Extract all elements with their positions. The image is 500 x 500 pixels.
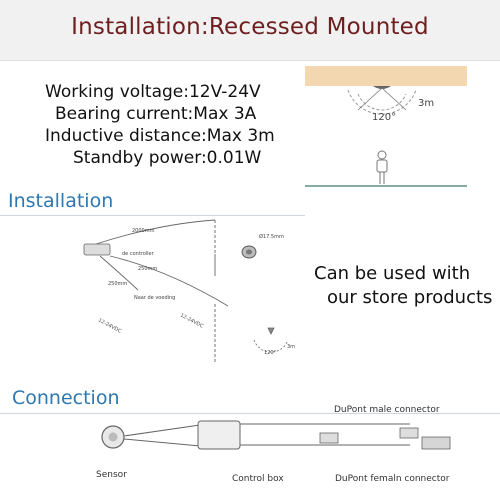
sensor-head xyxy=(373,86,391,89)
control-box-label: Control box xyxy=(232,474,284,484)
female-connector-label: DuPont femaln connector xyxy=(335,474,450,484)
cable-to-power-left xyxy=(99,255,139,291)
male-connector-label: DuPont male connector xyxy=(334,405,440,415)
ceiling-panel xyxy=(305,66,467,86)
angle-label: 120° xyxy=(264,350,277,356)
sensor-cable-top xyxy=(123,424,201,437)
cable-to-cabinet xyxy=(95,219,216,245)
cable-to-power-right xyxy=(109,255,229,307)
page-title: Installation:Recessed Mounted xyxy=(71,14,429,40)
to-power-label: Naar de voeding xyxy=(134,295,175,301)
connection-heading: Connection xyxy=(12,387,120,409)
volt-left-label: 12-24VDC xyxy=(97,317,123,334)
ceiling-sensor-icon xyxy=(253,327,289,353)
connection-diagram xyxy=(101,420,451,450)
hole-size-label: Ø17.5mm xyxy=(259,233,284,240)
installation-diagram: 2000mm de controller 250mm 250mm Naar de… xyxy=(83,219,295,364)
sensor-cable-bottom xyxy=(123,438,201,447)
connection-divider xyxy=(0,413,500,414)
control-box-icon xyxy=(197,420,241,450)
compat-line-2: our store products xyxy=(327,287,493,308)
spec-voltage: Working voltage:12V-24V xyxy=(45,82,261,102)
length-mid-label: 250mm xyxy=(138,266,157,272)
distance-label: 3m xyxy=(418,98,434,109)
male-connector-left xyxy=(319,432,339,444)
installation-heading: Installation xyxy=(8,190,114,212)
person-icon xyxy=(376,150,388,184)
volt-right-label: 12-24VDC xyxy=(179,312,205,329)
installation-divider xyxy=(0,215,305,216)
angle-label: 120° xyxy=(372,112,396,123)
length-top-label: 2000mm xyxy=(132,228,155,234)
spec-distance: Inductive distance:Max 3m xyxy=(45,126,275,146)
recessed-sensor-icon xyxy=(241,245,257,259)
male-connector-right xyxy=(399,427,419,439)
female-connector xyxy=(421,436,451,450)
spec-standby: Standby power:0.01W xyxy=(73,148,262,168)
compat-line-1: Can be used with xyxy=(314,263,471,284)
controller-box xyxy=(83,243,111,256)
sensor-label: Sensor xyxy=(96,470,127,480)
spec-current: Bearing current:Max 3A xyxy=(55,104,257,124)
detection-arc-outer xyxy=(347,89,417,115)
length-left-label: 250mm xyxy=(108,281,127,287)
distance-label: 3m xyxy=(287,344,295,350)
controller-label: de controller xyxy=(122,251,155,257)
detection-arc-inner xyxy=(357,93,407,111)
sensor-detection-figure: 120° 3m xyxy=(305,66,467,187)
title-band xyxy=(0,0,500,61)
sensor-icon xyxy=(101,425,125,449)
